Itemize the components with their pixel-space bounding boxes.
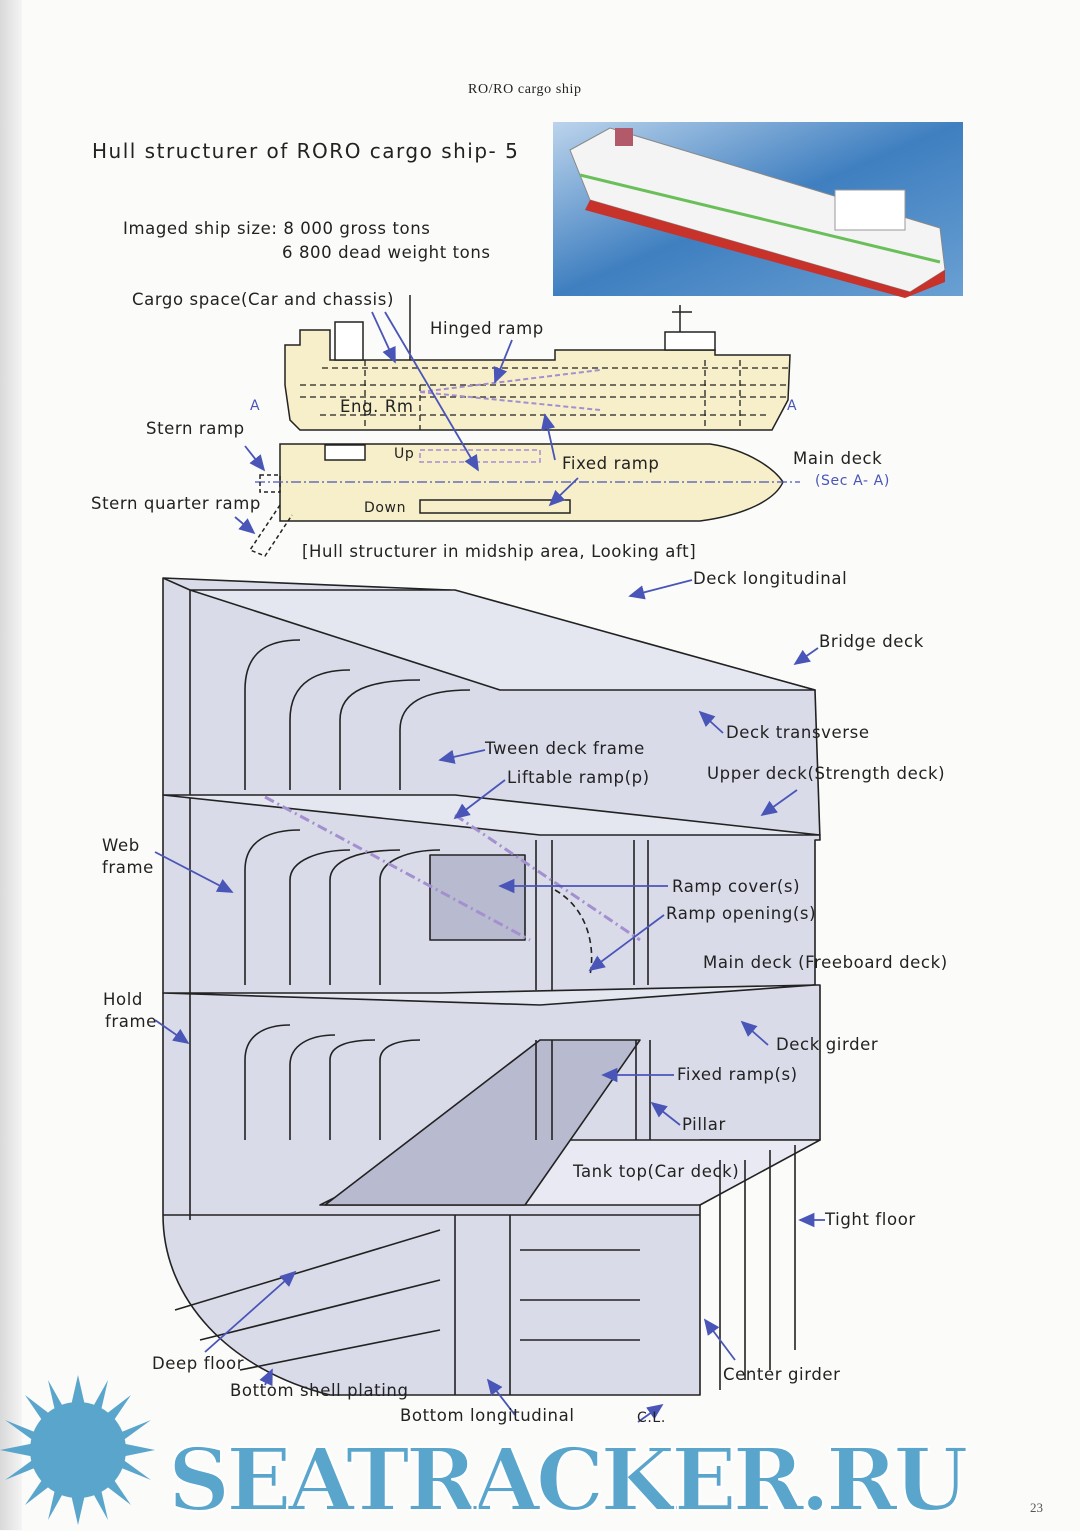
label-fixed-ramp: Fixed ramp	[562, 454, 660, 473]
label-hold-frame-2: frame	[105, 1012, 157, 1031]
label-center-girder: Center girder	[723, 1365, 841, 1384]
label-deep-floor: Deep floor	[152, 1354, 245, 1373]
label-bridge-deck: Bridge deck	[819, 632, 924, 651]
label-centerline: C.L.	[637, 1410, 666, 1426]
label-bottom-longitudinal: Bottom longitudinal	[400, 1406, 575, 1425]
label-liftable-ramp: Liftable ramp(p)	[507, 768, 650, 787]
watermark-text: SEATRACKER.RU	[167, 1430, 969, 1531]
watermark-sun-logo	[0, 1375, 155, 1525]
label-stern-ramp: Stern ramp	[146, 419, 245, 438]
scan-gutter	[0, 0, 22, 1530]
label-down: Down	[364, 500, 407, 516]
label-web-frame-1: Web	[102, 836, 140, 855]
ship-size-gross: Imaged ship size: 8 000 gross tons	[123, 219, 431, 238]
ship-profile	[284, 295, 791, 431]
label-main-deck: Main deck	[793, 449, 883, 468]
label-tween-deck-frame: Tween deck frame	[485, 739, 645, 758]
label-eng-rm: Eng. Rm	[340, 397, 414, 416]
label-deck-transverse: Deck transverse	[726, 723, 870, 742]
label-section-a-right: A	[787, 398, 798, 414]
label-hinged-ramp: Hinged ramp	[430, 319, 544, 338]
label-pillar: Pillar	[682, 1115, 726, 1134]
label-ramp-cover: Ramp cover(s)	[672, 877, 801, 896]
label-stern-quarter-ramp: Stern quarter ramp	[91, 494, 262, 513]
label-deck-girder: Deck girder	[776, 1035, 879, 1054]
label-web-frame-2: frame	[102, 858, 154, 877]
page-number: 23	[1030, 1500, 1043, 1515]
profile-caption: [Hull structurer in midship area, Lookin…	[302, 542, 697, 561]
label-hold-frame-1: Hold	[103, 990, 143, 1009]
profile-arrows	[234, 311, 579, 535]
ship-plan	[248, 443, 800, 557]
label-cargo-space: Cargo space(Car and chassis)	[132, 290, 394, 309]
label-fixed-ramps: Fixed ramp(s)	[677, 1065, 798, 1084]
label-tight-floor: Tight floor	[825, 1210, 916, 1229]
midship-section	[162, 577, 821, 1396]
label-upper-deck: Upper deck(Strength deck)	[707, 764, 946, 783]
label-bottom-shell: Bottom shell plating	[230, 1381, 409, 1400]
label-sec-aa: (Sec A- A)	[815, 473, 890, 489]
label-tank-top: Tank top(Car deck)	[573, 1162, 740, 1181]
running-title: RO/RO cargo ship	[468, 82, 582, 97]
label-ramp-opening: Ramp opening(s)	[666, 904, 817, 923]
section-arrows	[154, 579, 825, 1423]
ship-photo	[553, 122, 963, 298]
label-up: Up	[394, 446, 415, 462]
label-deck-longitudinal: Deck longitudinal	[693, 569, 848, 588]
ship-size-dwt: 6 800 dead weight tons	[282, 243, 491, 262]
page-title: Hull structurer of RORO cargo ship- 5	[92, 139, 520, 163]
label-main-deck-freeboard: Main deck (Freeboard deck)	[703, 953, 948, 972]
label-section-a-left: A	[250, 398, 261, 414]
